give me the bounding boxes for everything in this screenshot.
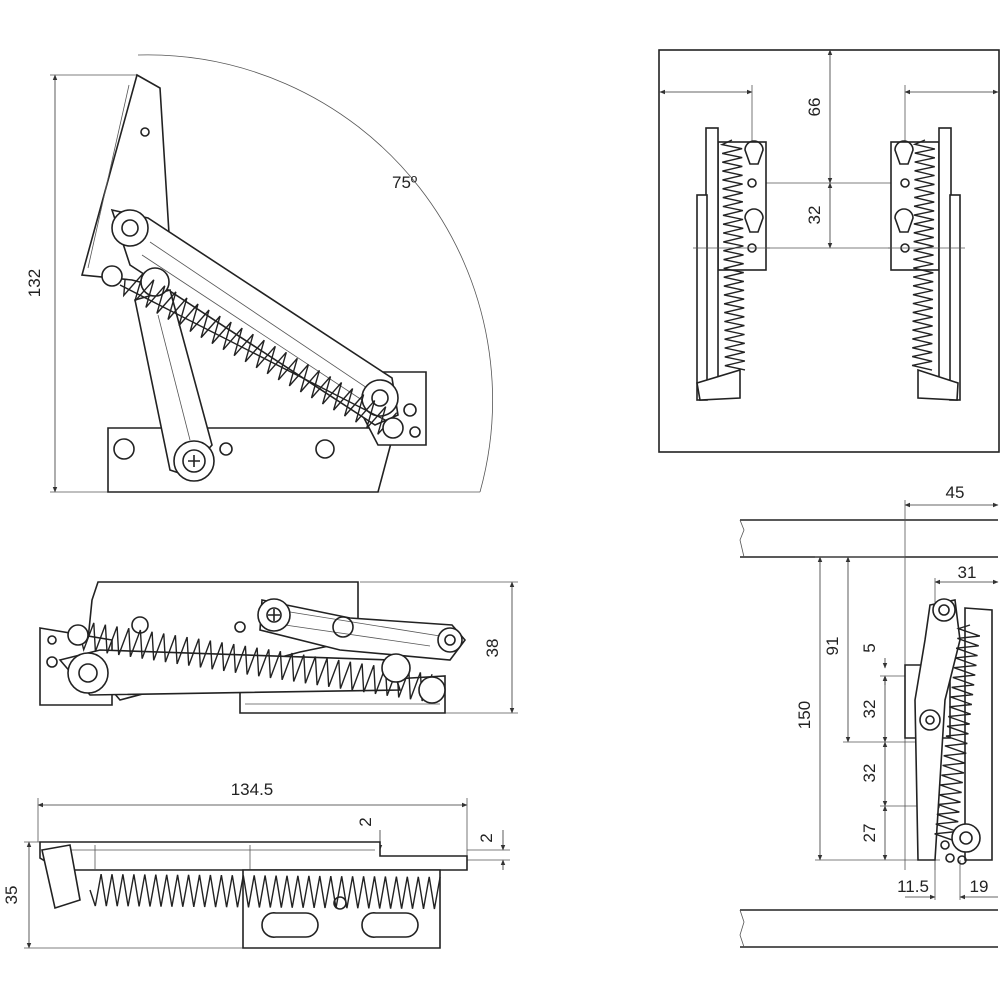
inst-hole-spacing-2-label: 32: [860, 764, 879, 783]
angle-label: 75º: [392, 173, 417, 192]
inst-inner-width-label: 31: [958, 563, 977, 582]
front-top-label: 66: [805, 98, 824, 117]
top-width-label: 134.5: [231, 780, 274, 799]
top-offset-a-label: 2: [356, 817, 375, 826]
closed-height-label: 38: [483, 639, 502, 658]
open-height-label: 132: [25, 269, 44, 297]
inst-left-offset-label: 11.5: [897, 877, 929, 896]
front-hinge-left: [693, 127, 770, 401]
spring-open: [119, 273, 398, 435]
front-hinge-right: [888, 127, 965, 401]
inst-right-offset-label: 19: [970, 877, 989, 896]
top-view: 134.5 35 2 2: [2, 780, 510, 949]
top-offset-b-label: 2: [477, 833, 496, 842]
inst-upper-label: 91: [823, 637, 842, 656]
inst-small-label: 5: [860, 643, 879, 652]
installation-view: 45 31 150 91 5 32 32 27 11.5 19: [739, 483, 999, 948]
front-pair-view: 66 32: [658, 49, 1000, 453]
inst-width-label: 45: [946, 483, 965, 502]
front-spacing-label: 32: [805, 206, 824, 225]
side-closed-view: 38: [39, 581, 518, 714]
inst-height-label: 150: [795, 701, 814, 729]
inst-hole-spacing-1-label: 32: [860, 700, 879, 719]
side-open-view: 132 75º: [25, 54, 493, 493]
inst-bottom-label: 27: [860, 824, 879, 843]
top-height-label: 35: [2, 886, 21, 905]
